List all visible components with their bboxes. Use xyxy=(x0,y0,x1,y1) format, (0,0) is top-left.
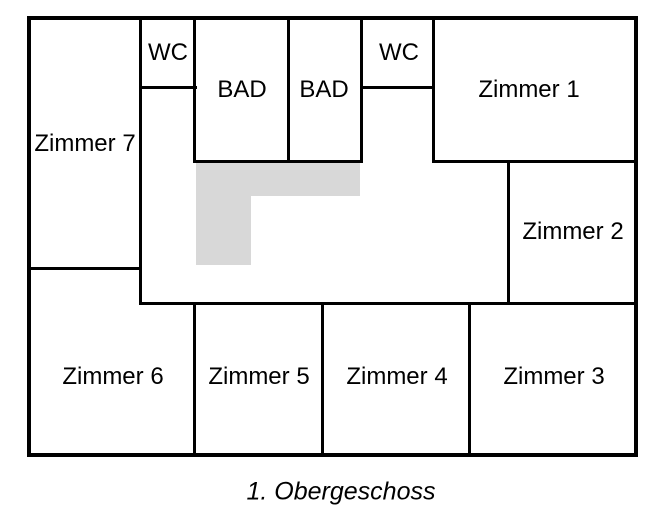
room-label-zimmer-6: Zimmer 6 xyxy=(62,363,164,390)
outer-wall xyxy=(27,16,638,457)
room-label-bad-2: BAD xyxy=(299,76,349,103)
wall-zimmer5-zimmer4-divider xyxy=(321,302,324,455)
room-label-zimmer-3: Zimmer 3 xyxy=(503,363,605,390)
room-label-zimmer-2: Zimmer 2 xyxy=(522,218,624,245)
wall-zimmer4-zimmer3-divider xyxy=(468,302,471,455)
room-label-zimmer-1: Zimmer 1 xyxy=(478,76,580,103)
wall-bad-divider xyxy=(287,18,290,163)
wall-wc1-bottom xyxy=(139,86,197,89)
wall-wc2-bottom xyxy=(360,86,435,89)
wall-bad1-left xyxy=(193,18,196,163)
wall-zimmer6-zimmer5-divider xyxy=(193,302,196,455)
room-label-wc-2: WC xyxy=(379,39,419,66)
wall-zimmer2-left xyxy=(507,160,510,305)
wall-hallway-bottom xyxy=(139,302,635,305)
floor-caption: 1. Obergeschoss xyxy=(246,477,436,506)
wall-zimmer7-bottom xyxy=(29,267,141,270)
wall-zimmer7-right xyxy=(139,18,142,305)
wall-zimmer1-bottom xyxy=(432,160,635,163)
room-label-bad-1: BAD xyxy=(217,76,267,103)
wall-bad2-right xyxy=(360,18,363,163)
room-label-zimmer-5: Zimmer 5 xyxy=(208,363,310,390)
room-label-zimmer-7: Zimmer 7 xyxy=(34,130,136,157)
wall-zimmer1-left xyxy=(432,18,435,163)
room-label-wc-1: WC xyxy=(148,39,188,66)
wall-bad-bottom xyxy=(193,160,363,163)
staircase-area-horizontal xyxy=(196,163,360,196)
room-label-zimmer-4: Zimmer 4 xyxy=(346,363,448,390)
